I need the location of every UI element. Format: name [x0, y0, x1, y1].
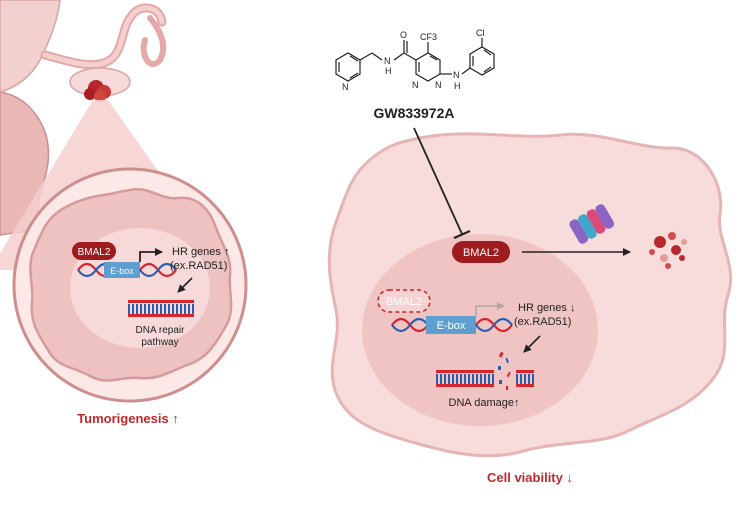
- left-ebox: [104, 262, 140, 278]
- left-zoom-circle: BMAL2 E-box HR genes ↑ (ex.RAD51) DNA re…: [12, 167, 248, 403]
- left-ebox-label: E-box: [110, 266, 134, 276]
- inhibition-arrow: [413, 127, 471, 240]
- left-bmal2-label: BMAL2: [78, 247, 111, 258]
- left-bmal2-badge: [72, 242, 116, 260]
- right-bmal2-badge: [452, 241, 510, 263]
- right-bmal2-inhibited-label: BMAL2: [386, 296, 422, 308]
- right-ebox: [426, 316, 476, 334]
- gw833972a-structure: [335, 38, 495, 82]
- right-bmal2-label: BMAL2: [463, 247, 499, 259]
- atom-h-aniline: H: [454, 81, 461, 91]
- left-dna-ladder: [128, 300, 194, 317]
- drug-name: GW833972A: [374, 105, 455, 121]
- atom-n-aniline: N: [453, 70, 460, 80]
- broken-dna-ladder: [436, 351, 534, 390]
- tumorigenesis-label: Tumorigenesis ↑: [77, 411, 179, 426]
- left-dna-repair-line2: pathway: [141, 337, 178, 348]
- atom-n-ring2: N: [435, 80, 442, 90]
- atom-cf3: CF3: [420, 32, 437, 42]
- drug-atom-labels: N N H O CF3 N N N H Cl: [342, 28, 485, 92]
- right-ebox-label: E-box: [437, 320, 466, 332]
- left-transcription-arrow: [139, 248, 163, 262]
- left-hr-genes-example: (ex.RAD51): [170, 260, 227, 272]
- atom-n-pyridine: N: [342, 82, 349, 92]
- left-repair-arrow: [177, 277, 193, 293]
- right-bmal2-inhibited-badge: [377, 289, 431, 313]
- proteasome-icon: [569, 204, 615, 244]
- right-transcription-arrow: [475, 302, 505, 316]
- right-hr-genes-example: (ex.RAD51): [514, 316, 571, 328]
- atom-n-ring1: N: [412, 80, 419, 90]
- atom-n-amide: N: [384, 56, 391, 66]
- atom-h-amide: H: [385, 66, 392, 76]
- dna-damage-label: DNA damage↑: [449, 397, 520, 409]
- cell-viability-label: Cell viability ↓: [487, 470, 573, 485]
- atom-cl: Cl: [476, 28, 485, 38]
- left-dna-repair-line1: DNA repair: [136, 325, 186, 336]
- right-cell: BMAL2 BMAL2 E-box: [327, 132, 733, 458]
- tumor-icon: [84, 80, 111, 102]
- right-damage-arrow: [523, 335, 541, 353]
- left-hr-genes-label: HR genes ↑: [172, 246, 229, 258]
- degraded-fragments-icon: [649, 232, 687, 269]
- atom-o: O: [400, 30, 407, 40]
- uterus-illustration: [0, 0, 167, 236]
- right-hr-genes-label: HR genes ↓: [518, 302, 575, 314]
